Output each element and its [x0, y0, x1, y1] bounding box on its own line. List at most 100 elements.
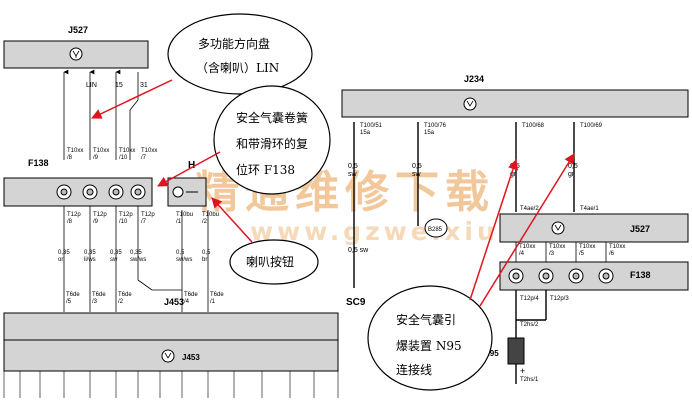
t12p-right-label: T12p/4 [520, 296, 539, 302]
j527-top-label: J527 [68, 25, 88, 35]
f138-right-contacts [508, 268, 614, 284]
f138-pin-label: T10xx/8 [67, 148, 83, 161]
callout-igniter: 安全气囊引 爆装置 N95 连接线 [367, 153, 575, 391]
callout-steering-wheel: 多功能方向盘 （含喇叭）LIN [91, 13, 313, 119]
n95-label: N95 [484, 349, 499, 358]
wires-j527-to-f138 [63, 69, 139, 160]
j234-label: J234 [464, 74, 484, 84]
horn-contact-icon [172, 186, 198, 198]
f138-contact-icon [60, 188, 68, 196]
svg-text:安全气囊卷簧: 安全气囊卷簧 [236, 110, 308, 125]
f138-left-module [3, 177, 153, 207]
t4ae-pin-label: T4ae/1 [580, 206, 599, 212]
f138-right-pin-label: T10xx/6 [609, 244, 625, 257]
f138-right-pin-label: T10xx/3 [549, 244, 565, 257]
svg-text:爆装置 N95: 爆装置 N95 [396, 339, 462, 353]
f138-contact-icon [134, 188, 142, 196]
svg-text:和带滑环的复: 和带滑环的复 [236, 136, 308, 151]
wires-f138-to-n95 [515, 290, 547, 384]
svg-text:安全气囊引: 安全气囊引 [396, 312, 456, 327]
t6de-pin-label: T6de/3 [92, 292, 106, 305]
sc9-label: SC9 [346, 297, 366, 308]
t12p-right-label: T12p/3 [550, 296, 569, 302]
wire-label-lin: LIN [86, 82, 97, 89]
b285-splice-icon [424, 218, 448, 238]
t12p-pin-label: T12p/7 [141, 212, 155, 225]
t4ae-labels: T4ae/2 T4ae/1 [520, 206, 599, 212]
j453-ground-icon [161, 349, 175, 363]
b285-label: B285 [428, 227, 443, 233]
f138-right-pin-labels: T10xx/4 T10xx/3 T10xx/5 T10xx/6 [519, 244, 625, 257]
j453-module [3, 312, 339, 341]
h-pin-label: T10bu/2 [202, 212, 219, 225]
h-pin-label: T10bu/1 [176, 212, 193, 225]
f138-pin-label: T10xx/9 [93, 148, 109, 161]
j453-box-label: J453 [182, 353, 200, 362]
j527-top-module [3, 40, 149, 69]
j234-ground-icon [463, 97, 477, 111]
j453-bottom-ticks [3, 371, 339, 398]
svg-text:连接线: 连接线 [396, 362, 432, 377]
j453-label: J453 [164, 297, 184, 307]
f138-right-contact-icon [512, 272, 520, 280]
f138-right-contact-icon [542, 272, 550, 280]
j234-module [341, 89, 689, 118]
t6de-pin-label: T6de/4 [184, 292, 198, 305]
f138-right-contact-icon [572, 272, 580, 280]
f138-left-label: F138 [28, 158, 49, 168]
t12p-right-labels: T12p/4 T12p/3 [520, 296, 569, 302]
j527-right-ground-icon [551, 221, 565, 235]
callout-horn-button: 喇叭按钮 [211, 197, 319, 285]
svg-text:位环 F138: 位环 F138 [236, 162, 295, 177]
j234-pin-label: T100/69 [580, 123, 603, 129]
f138-left-contacts [56, 184, 146, 200]
wires-f138-to-j453 [63, 206, 209, 312]
wire-label-31: 31 [140, 82, 148, 89]
n95-igniter-icon [507, 337, 525, 365]
sc9-wire-label: 0,5 sw [348, 247, 369, 254]
svg-text:喇叭按钮: 喇叭按钮 [246, 254, 294, 269]
j234-pin-label: T100/68 [522, 123, 545, 129]
t6de-pin-label: T6de/1 [210, 292, 224, 305]
f138-right-contact-icon [602, 272, 610, 280]
f138-pin-label: T10xx/7 [141, 148, 157, 161]
f138-right-pin-label: T10xx/4 [519, 244, 535, 257]
t2hs-pin-label: T2hs/1 [520, 377, 539, 383]
svg-text:多功能方向盘: 多功能方向盘 [198, 36, 270, 51]
wires-j527-to-f138-right [515, 242, 607, 262]
ground-symbol-icon [69, 47, 83, 61]
f138-right-module [499, 261, 689, 291]
t4ae-pin-label: T4ae/2 [520, 206, 539, 212]
callout-airbag-coil: 安全气囊卷簧 和带滑环的复 位环 F138 [157, 85, 331, 195]
f138-right-label: F138 [630, 270, 651, 280]
n95-plus: + [520, 366, 525, 376]
t12p-pin-label: T12p/9 [93, 212, 107, 225]
f138-right-pin-label: T10xx/5 [579, 244, 595, 257]
j527-right-label: J527 [630, 224, 650, 234]
svg-text:（含喇叭）LIN: （含喇叭）LIN [196, 60, 279, 75]
h-label: H [188, 160, 195, 171]
t6de-pin-label: T6de/2 [118, 292, 132, 305]
f138-pin-label: T10xx/10 [119, 148, 135, 161]
t2hs-pin-label: T2hs/2 [520, 322, 539, 328]
f138-contact-icon [86, 188, 94, 196]
f138-left-pin-labels: T10xx/8 T10xx/9 T10xx/10 T10xx/7 [67, 148, 157, 161]
f138-contact-icon [112, 188, 120, 196]
